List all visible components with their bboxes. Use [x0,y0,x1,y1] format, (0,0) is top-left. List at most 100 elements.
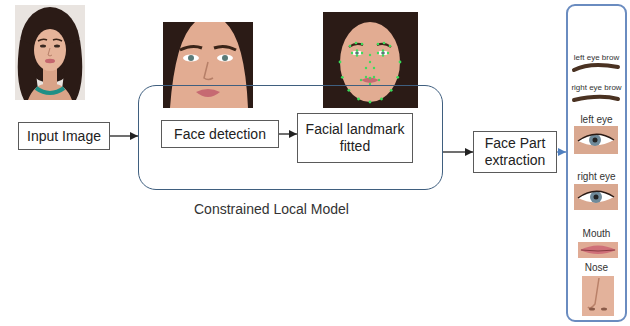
face-crop-photo [196,89,220,97]
null [382,49,384,51]
face-crop-photo [180,46,236,50]
face-crop-photo [183,55,199,62]
process-box: Facial landmark fitted [297,113,413,163]
part-label: Mouth [568,228,625,239]
null [365,76,367,78]
landmark-photo [349,44,391,47]
null [390,89,393,92]
null [349,45,352,48]
landmark-photo [355,51,359,55]
part-label: Nose [568,262,625,273]
part-images [574,65,618,316]
null [373,67,375,69]
face-crop-photo [204,62,213,80]
null [369,101,372,104]
null [389,45,392,48]
part-images [582,276,614,316]
part-images [593,138,598,143]
part-images [581,250,615,251]
box-label: Face Part extraction [479,135,551,169]
landmark-photo [323,12,418,108]
null [380,98,383,101]
part-images [574,126,618,154]
part-label: right eye brow [568,84,625,93]
null [399,61,402,64]
null [361,43,364,46]
input-photo [28,84,72,100]
part-images [574,97,618,100]
process-box: Input Image [18,122,110,150]
box-label: Facial landmark fitted [303,121,407,155]
landmark-photo [323,12,418,108]
part-label: left eye [568,114,625,125]
flow-arrow [110,135,138,136]
flow-arrow [557,151,566,152]
input-photo [15,5,85,100]
group-heading: Constrained Local Model [194,201,349,217]
null [373,76,375,78]
null [382,54,384,56]
null [378,79,380,81]
null [351,52,353,54]
input-photo [40,45,46,48]
null [339,61,342,64]
process-box: Face detection [161,120,279,148]
face-crop-photo [188,55,194,61]
part-images [578,191,614,202]
null [369,77,371,79]
model-group: Constrained Local ModelFace detectionFac… [138,85,443,190]
null [369,61,371,63]
part-images [574,184,618,210]
input-photo [38,39,62,41]
part-images [588,278,599,308]
flow-arrow [443,151,473,152]
landmark-photo [361,78,379,84]
null [356,54,358,56]
part-images [578,134,614,141]
process-box: Face Part extraction [473,131,557,173]
null [357,98,360,101]
face-crop-photo [163,22,253,108]
flow-arrow [279,133,297,134]
null [339,42,402,104]
null [396,76,399,79]
landmark-photo [340,22,400,102]
null [347,89,350,92]
part-images [580,246,616,255]
face-crop-photo [163,22,195,108]
landmark-photo [381,51,385,55]
face-crop-photo [217,55,233,62]
input-photo [45,59,55,63]
part-images [601,308,607,311]
box-label: Input Image [27,128,101,145]
null [377,43,380,46]
input-photo [34,29,66,71]
face-crop-photo [225,22,253,108]
part-images [589,134,601,146]
null [377,52,379,54]
face-part-panel: left eye brow right eye brow left eye right… [566,4,627,322]
input-photo [15,5,85,100]
part-images [578,134,614,145]
part-label: left eye brow [568,54,625,63]
part-images [578,191,614,198]
null [365,67,367,69]
part-label: right eye [568,171,625,182]
null [387,52,389,54]
input-photo [54,45,60,48]
part-images [578,242,618,258]
box-label: Face detection [174,126,266,143]
part-images [574,65,618,70]
null [341,76,344,79]
null [360,79,362,81]
null [356,49,358,51]
input-photo [36,88,64,93]
null [383,42,386,45]
part-images [594,195,599,200]
null [361,52,363,54]
input-photo [48,48,52,56]
part-images [590,191,602,203]
part-images [589,308,595,311]
face-crop-photo [222,55,228,61]
null [369,54,371,56]
